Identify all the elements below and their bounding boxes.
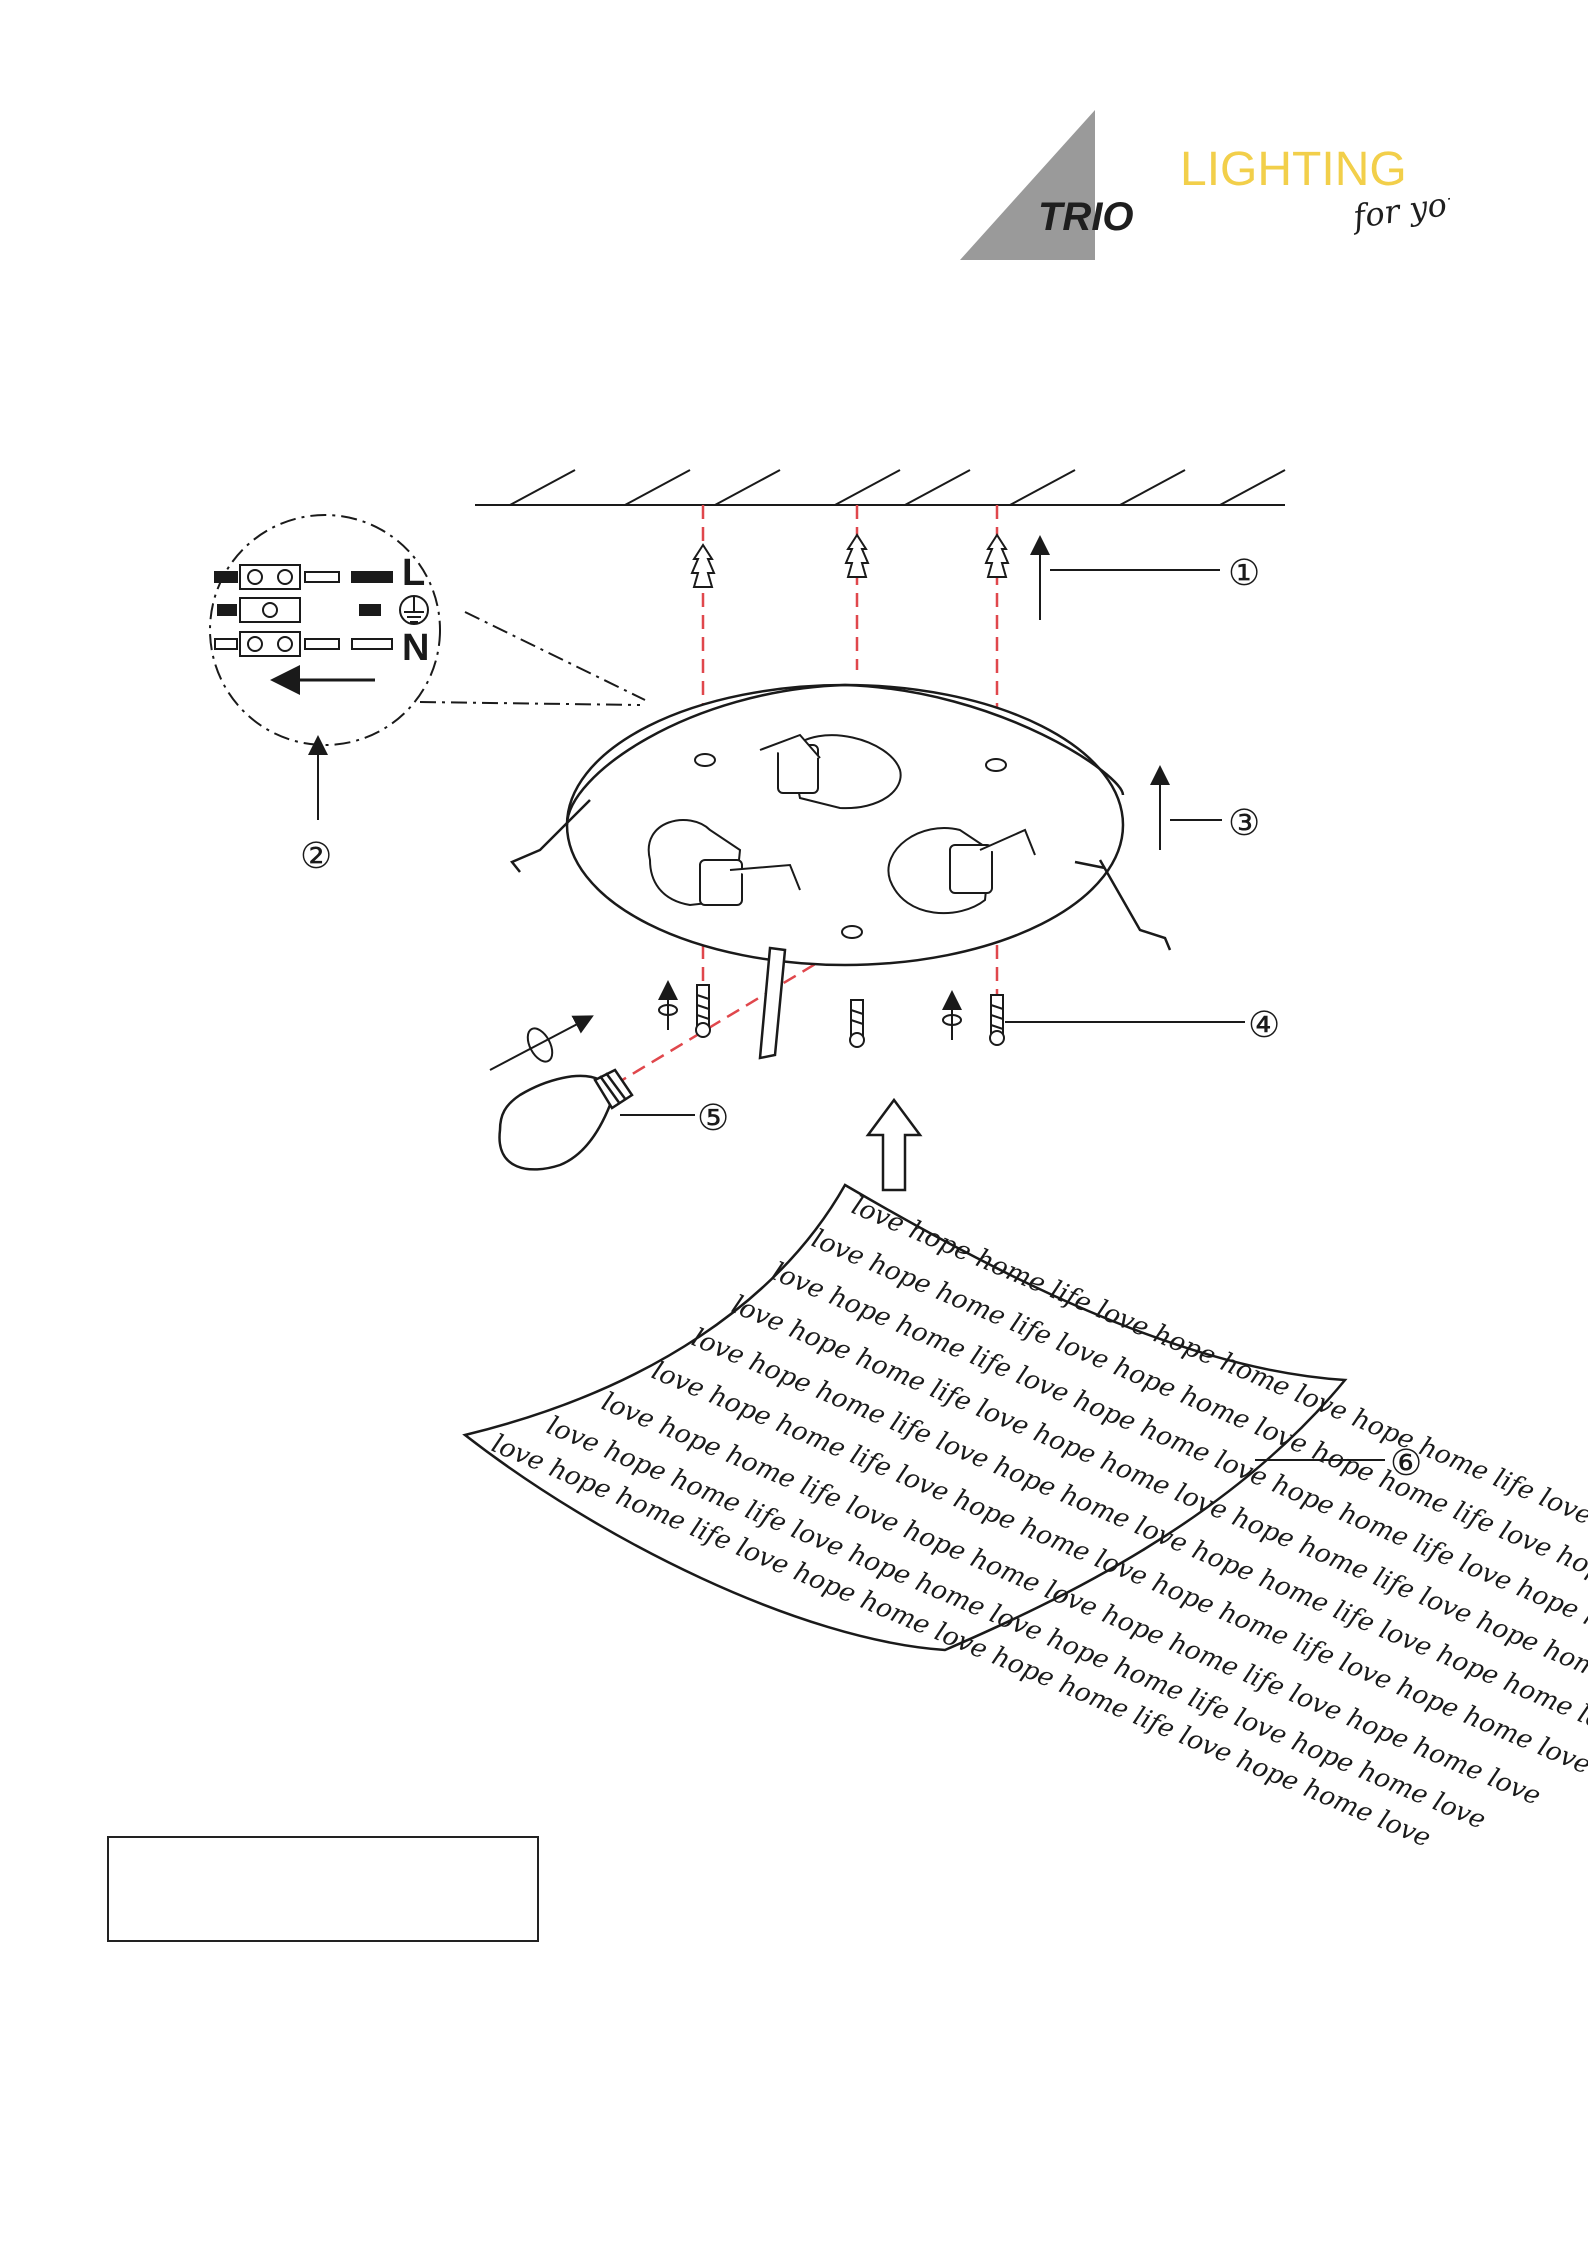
logo-triangle <box>960 110 1095 260</box>
callout-2: ② <box>300 836 332 877</box>
ceiling <box>475 469 1286 506</box>
glass-shade: love hope home life love hope home love … <box>462 1183 1588 1854</box>
callout-3-leader <box>1150 765 1222 850</box>
screw <box>989 994 1005 1046</box>
logo-tagline-main: LIGHTING <box>1180 143 1407 196</box>
screw <box>849 999 865 1048</box>
wall-plug <box>984 533 1010 578</box>
base-plate <box>565 683 1125 967</box>
mounting-clips <box>509 799 1172 951</box>
callout-3: ③ <box>1228 803 1260 844</box>
callout-1-leader <box>1030 535 1220 620</box>
light-bulb <box>498 1068 634 1171</box>
wiring-live-label: L <box>402 552 425 594</box>
wall-plugs <box>690 533 1010 588</box>
lamp-holders <box>647 733 1036 915</box>
hanging-strap <box>758 946 787 1060</box>
notes-box <box>107 1836 539 1942</box>
bulb-screw-in-arrow <box>489 1015 594 1071</box>
screw <box>695 984 711 1038</box>
wiring-detail <box>209 514 441 746</box>
wiring-neutral-label: N <box>402 627 429 669</box>
screws <box>695 984 1005 1048</box>
wall-plug <box>844 533 870 578</box>
brand-logo: TRIO LIGHTING for you <box>960 110 1450 260</box>
assembly-up-arrow <box>865 1097 923 1192</box>
rotation-arrows <box>658 980 962 1040</box>
earth-ground-icon <box>399 595 429 625</box>
screw-holes <box>694 753 1007 939</box>
detail-leaders <box>419 611 646 706</box>
callout-1: ① <box>1228 553 1260 594</box>
callout-4: ④ <box>1248 1005 1280 1046</box>
logo-brand-text: TRIO <box>1038 195 1134 239</box>
callout-6: ⑥ <box>1390 1443 1422 1484</box>
wall-plug <box>690 543 716 588</box>
callout-5: ⑤ <box>697 1098 729 1139</box>
